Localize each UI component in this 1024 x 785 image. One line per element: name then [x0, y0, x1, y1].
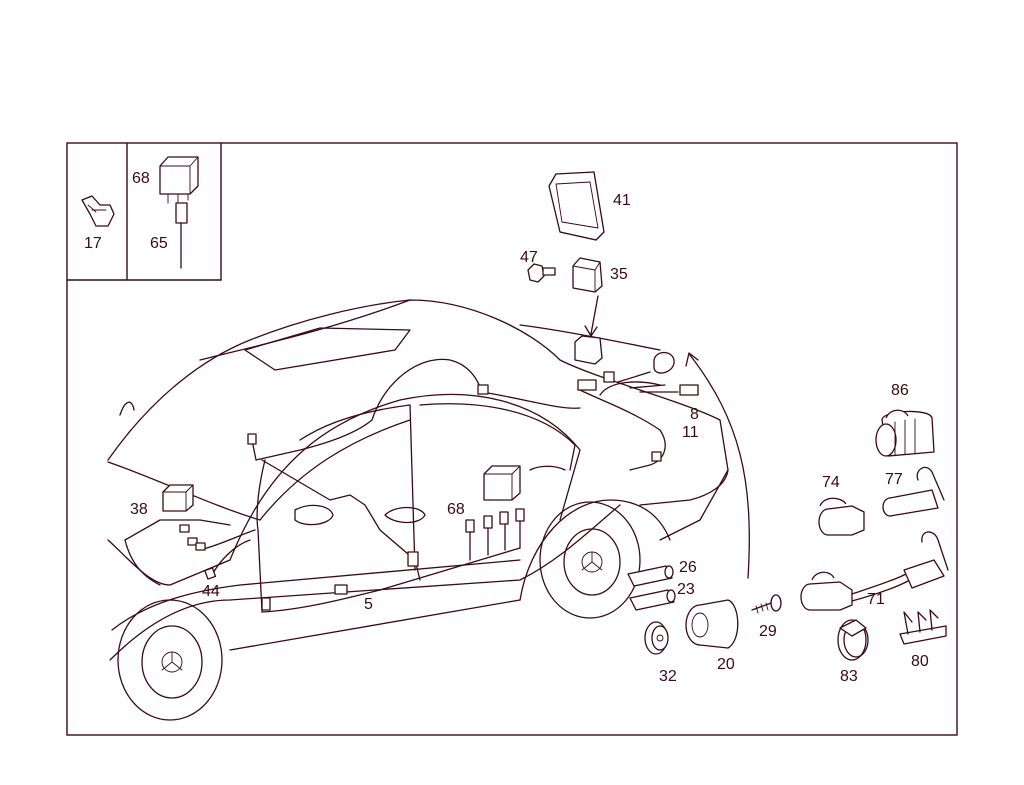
label-35: 35 [610, 266, 628, 283]
label-80: 80 [911, 653, 929, 670]
part-26-sleeve[interactable] [627, 565, 674, 587]
install-arrow-loose-parts [685, 352, 750, 579]
label-41: 41 [613, 192, 631, 209]
part-83-clamp[interactable] [837, 619, 869, 661]
part-68-relay-group[interactable] [465, 465, 525, 533]
part-32-cap[interactable] [644, 621, 669, 655]
part-29-screw[interactable] [751, 594, 782, 614]
label-65: 65 [150, 235, 168, 252]
label-26: 26 [679, 559, 697, 576]
part-71-cable-connector[interactable] [800, 531, 949, 611]
label-71: 71 [867, 591, 885, 608]
label-44: 44 [202, 583, 220, 600]
label-47: 47 [520, 249, 538, 266]
part-35-relay[interactable] [572, 257, 603, 293]
label-5: 5 [364, 596, 373, 613]
label-29: 29 [759, 623, 777, 640]
part-47-bolt[interactable] [527, 263, 556, 283]
rear-wheel [539, 501, 641, 619]
callout-labels: 17 68 65 41 47 35 8 11 86 74 77 38 68 26… [84, 170, 929, 685]
label-83: 83 [840, 668, 858, 685]
label-8: 8 [690, 406, 699, 423]
label-17: 17 [84, 235, 102, 252]
part-44-connector[interactable] [204, 567, 217, 580]
part-86-socket[interactable] [875, 409, 935, 457]
part-74-connector[interactable] [818, 497, 865, 536]
part-38-module[interactable] [162, 484, 206, 551]
label-20: 20 [717, 656, 735, 673]
label-86: 86 [891, 382, 909, 399]
label-32: 32 [659, 668, 677, 685]
label-38: 38 [130, 501, 148, 518]
part-20-grommet[interactable] [685, 599, 739, 649]
part-23-sleeve[interactable] [629, 589, 676, 611]
label-77: 77 [885, 471, 903, 488]
part-80-holder[interactable] [899, 609, 947, 645]
part-41-control-unit[interactable] [548, 171, 605, 241]
part-65-terminal-pin[interactable] [175, 202, 188, 269]
label-23: 23 [677, 581, 695, 598]
inset-frame [67, 143, 222, 281]
label-11: 11 [682, 424, 699, 441]
part-77-connector[interactable] [882, 466, 945, 517]
part-8-11-trunk-connectors[interactable] [577, 351, 699, 396]
outer-frame [66, 142, 958, 736]
label-68-inset: 68 [132, 170, 150, 187]
part-68-relay-inset[interactable] [159, 156, 199, 204]
front-wheel [117, 599, 223, 721]
car-body-outline [107, 299, 729, 661]
label-68: 68 [447, 501, 465, 518]
part-17-clip[interactable] [81, 195, 115, 227]
install-arrow-35 [584, 295, 599, 337]
label-74: 74 [822, 474, 840, 491]
wiring-harness-5 [199, 358, 679, 613]
part-35-installed[interactable] [574, 335, 603, 365]
